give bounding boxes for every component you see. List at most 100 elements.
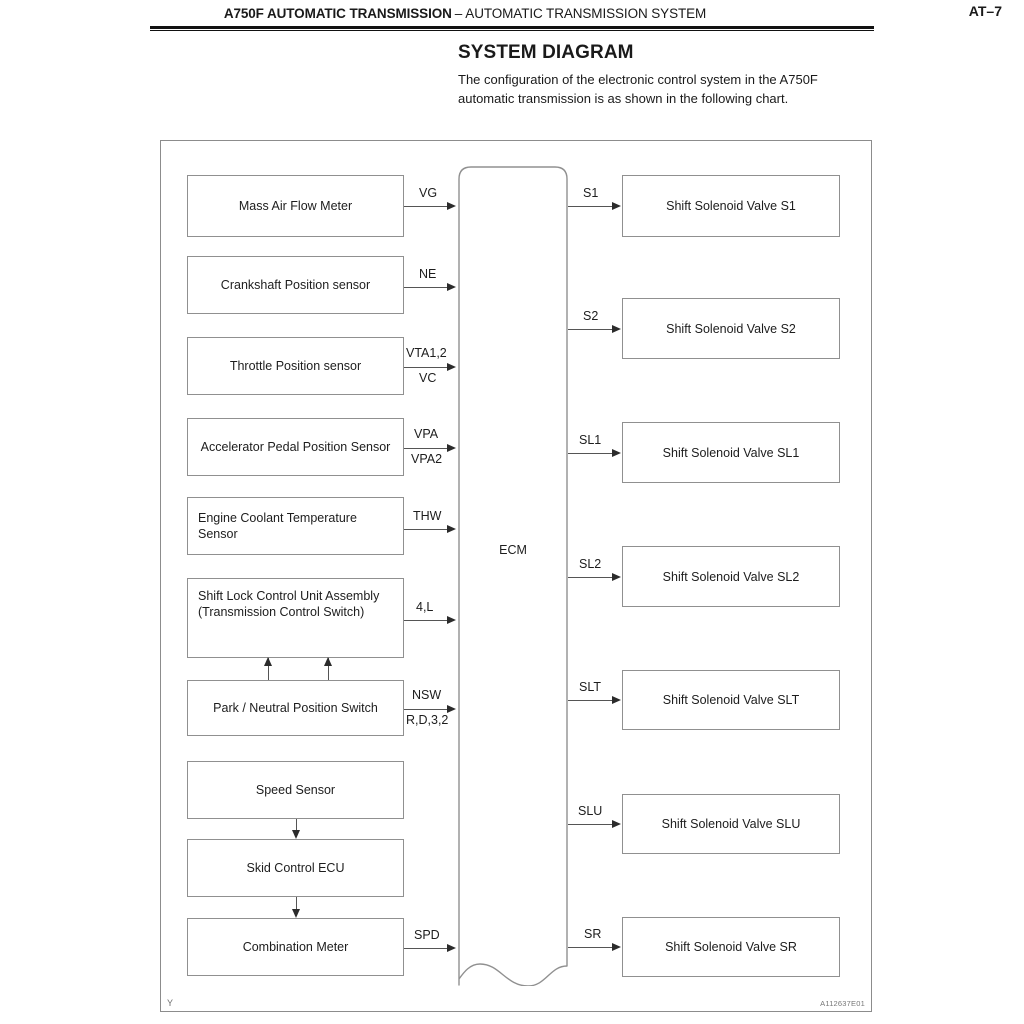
page-title: SYSTEM DIAGRAM [458,42,634,63]
input-box-combination-meter[interactable]: Combination Meter [187,918,404,976]
arrow-pnp-to-shiftlock-a-icon [263,657,272,666]
signal-label-4l: 4,L [416,600,434,614]
input-box-accelerator-pedal-position-sensor[interactable]: Accelerator Pedal Position Sensor [187,418,404,476]
connector-sl1 [568,453,613,454]
arrow-s2-icon [612,324,621,333]
arrow-sl2-icon [612,572,621,581]
intro-paragraph: The configuration of the electronic cont… [458,72,818,106]
input-label-park-neutral-position-switch: Park / Neutral Position Switch [213,701,378,715]
header-rule-thin [150,30,874,31]
connector-s1 [568,206,613,207]
output-box-shift-solenoid-valve-s1[interactable]: Shift Solenoid Valve S1 [622,175,840,237]
connector-ne [404,287,448,288]
input-box-park-neutral-position-switch[interactable]: Park / Neutral Position Switch [187,680,404,736]
signal-label-sr: SR [584,927,602,941]
signal-label-vc: VC [419,371,437,385]
input-label-speed-sensor: Speed Sensor [255,783,336,797]
arrow-sr-icon [612,942,621,951]
output-label-shift-solenoid-valve-s1: Shift Solenoid Valve S1 [666,199,796,213]
connector-thw [404,529,448,530]
input-box-speed-sensor[interactable]: Speed Sensor [187,761,404,819]
output-label-shift-solenoid-valve-sr: Shift Solenoid Valve SR [665,940,797,954]
connector-vta [404,367,448,368]
output-label-shift-solenoid-valve-s2: Shift Solenoid Valve S2 [666,321,796,336]
running-header-dash: – [454,6,463,21]
page-header: A750F AUTOMATIC TRANSMISSION–AUTOMATIC T… [0,0,1024,32]
arrow-slu-icon [612,819,621,828]
connector-4l [404,620,448,621]
signal-label-thw: THW [413,509,442,523]
arrow-skid-to-combination-icon [291,909,300,918]
signal-label-s2: S2 [583,309,599,323]
running-header-title: A750F AUTOMATIC TRANSMISSION [223,6,452,21]
arrow-vg-icon [447,201,456,210]
signal-label-sl1: SL1 [579,433,602,447]
connector-slt [568,700,613,701]
connector-sr [568,947,613,948]
signal-label-slu: SLU [578,804,603,818]
input-label-shift-lock-control-unit-line2: (Transmission Control Switch) [198,605,365,619]
arrow-slt-icon [612,695,621,704]
connector-vpa [404,448,448,449]
connector-slu [568,824,613,825]
input-label-skid-control-ecu: Skid Control ECU [246,861,345,875]
arrow-s1-icon [612,201,621,210]
connector-vg [404,206,448,207]
input-box-throttle-position-sensor[interactable]: Throttle Position sensor [187,337,404,395]
arrow-speed-to-skid-icon [291,830,300,839]
input-box-engine-coolant-temperature-sensor[interactable]: Engine Coolant Temperature Sensor [187,497,404,555]
frame-corner-mark: Y [167,998,174,1008]
output-label-shift-solenoid-valve-slt: Shift Solenoid Valve SLT [662,693,800,707]
arrow-pnp-to-shiftlock-b-icon [323,657,332,666]
output-box-shift-solenoid-valve-sl2[interactable]: Shift Solenoid Valve SL2 [622,546,840,607]
output-label-shift-solenoid-valve-sl2: Shift Solenoid Valve SL2 [662,569,800,584]
figure-id-code: A112637E01 [820,999,865,1008]
output-label-shift-solenoid-valve-slu: Shift Solenoid Valve SLU [661,817,801,831]
connector-s2 [568,329,613,330]
input-label-combination-meter: Combination Meter [242,940,349,954]
output-box-shift-solenoid-valve-sl1[interactable]: Shift Solenoid Valve SL1 [622,422,840,483]
output-box-shift-solenoid-valve-sr[interactable]: Shift Solenoid Valve SR [622,917,840,977]
input-box-skid-control-ecu[interactable]: Skid Control ECU [187,839,404,897]
connector-pnp-to-shiftlock-a [268,658,269,680]
connector-sl2 [568,577,613,578]
input-label-shift-lock-control-unit-line1: Shift Lock Control Unit Assembly [198,589,380,603]
output-box-shift-solenoid-valve-s2[interactable]: Shift Solenoid Valve S2 [622,298,840,359]
arrow-nsw-icon [447,704,456,713]
input-box-crankshaft-position-sensor[interactable]: Crankshaft Position sensor [187,256,404,314]
running-header-subtitle: AUTOMATIC TRANSMISSION SYSTEM [465,6,707,21]
output-box-shift-solenoid-valve-slt[interactable]: Shift Solenoid Valve SLT [622,670,840,730]
arrow-4l-icon [447,615,456,624]
input-label-engine-coolant-temperature-sensor-line1: Engine Coolant Temperature [198,511,357,525]
signal-label-vpa: VPA [414,427,439,441]
input-label-mass-air-flow-meter: Mass Air Flow Meter [238,199,353,213]
connector-pnp-to-shiftlock-b [328,658,329,680]
signal-label-vta12: VTA1,2 [406,346,447,360]
signal-label-rd32: R,D,3,2 [406,713,449,727]
signal-label-s1: S1 [583,186,599,200]
arrow-sl1-icon [612,448,621,457]
ecm-block-shape [458,166,568,986]
signal-label-slt: SLT [579,680,601,694]
arrow-ne-icon [447,282,456,291]
connector-spd [404,948,448,949]
signal-label-nsw: NSW [412,688,442,702]
input-label-engine-coolant-temperature-sensor-line2: Sensor [198,527,238,541]
input-box-shift-lock-control-unit-assembly[interactable]: Shift Lock Control Unit Assembly (Transm… [187,578,404,658]
signal-label-spd: SPD [414,928,440,942]
input-label-crankshaft-position-sensor: Crankshaft Position sensor [220,278,371,292]
output-box-shift-solenoid-valve-slu[interactable]: Shift Solenoid Valve SLU [622,794,840,854]
connector-nsw [404,709,448,710]
connector-speed-to-skid [296,819,297,830]
signal-label-sl2: SL2 [579,557,602,571]
running-header: A750F AUTOMATIC TRANSMISSION–AUTOMATIC T… [0,6,930,21]
output-label-shift-solenoid-valve-sl1: Shift Solenoid Valve SL1 [662,445,800,460]
arrow-vpa-icon [447,443,456,452]
arrow-spd-icon [447,943,456,952]
input-box-mass-air-flow-meter[interactable]: Mass Air Flow Meter [187,175,404,237]
ecm-label: ECM [499,543,527,557]
signal-label-ne: NE [419,267,437,281]
header-rule-thick [150,26,874,29]
page-number: AT–7 [968,3,1002,19]
signal-label-vg: VG [419,186,438,200]
